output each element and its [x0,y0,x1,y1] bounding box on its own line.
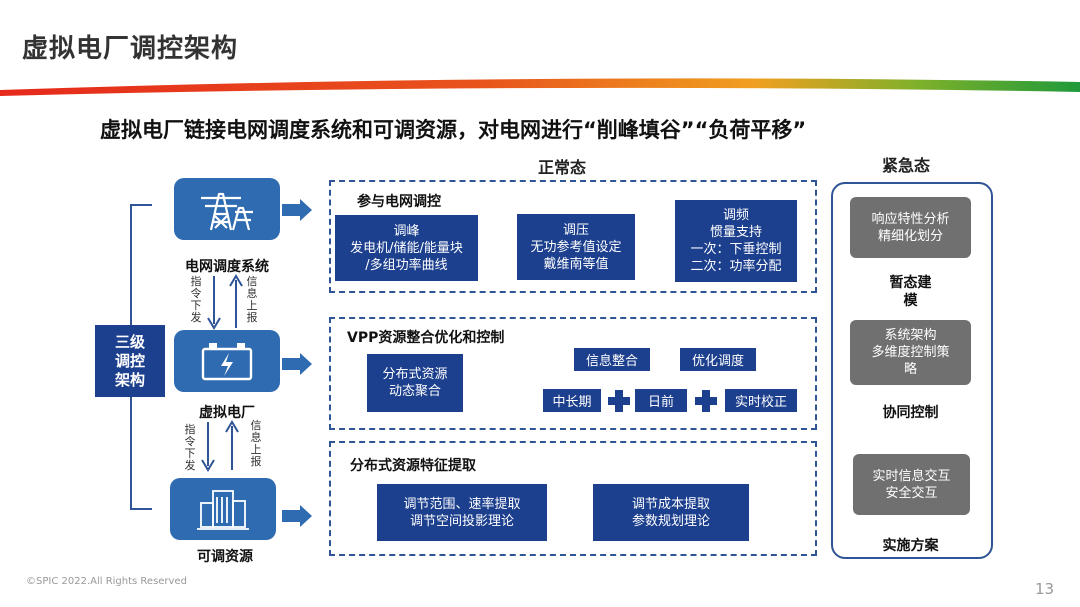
box-line: 调节空间投影理论 [409,513,514,529]
box-line: 分布式资源 [382,367,448,382]
up-arrow-1 [229,274,243,328]
plus-icon [695,390,717,412]
vpp-panel [329,317,817,430]
box-line: 实时信息交互 [872,468,951,484]
response-analysis-box: 响应特性分析 精细化划分 [850,197,971,258]
slide-subtitle: 虚拟电厂链接电网调度系统和可调资源，对电网进行“削峰填谷”“负荷平移” [100,118,807,142]
box-line: 戴维南等值 [543,256,609,272]
box-line: 略 [903,362,917,377]
coordinated-control-label: 协同控制 [882,405,939,421]
range-rate-box: 调节范围、速率提取 调节空间投影理论 [377,484,547,541]
vpp-label: 虚拟电厂 [199,405,255,421]
three-tier-box: 三级 调控 架构 [95,325,165,397]
box-line: 无功参考值设定 [530,239,622,255]
down-arrow-1 [207,276,221,330]
emergency-panel [831,182,993,559]
box-line: 响应特性分析 [871,211,950,227]
info-up-label-1: 信息上报 [246,275,258,324]
box-line: /多组功率曲线 [365,257,448,273]
info-up-label-2: 信息上报 [250,419,262,468]
header-color-band [0,78,1080,96]
power-tower-icon [201,192,253,231]
cost-extraction-box: 调节成本提取 参数规划理论 [593,484,749,541]
box-line: 系统架构 [884,328,937,343]
three-tier-label: 三级 调控 架构 [114,332,145,389]
box-line: 一次：下垂控制 [690,242,782,257]
box-line: 发电机/储能/能量块 [350,240,463,256]
cmd-down-label-1: 指令下发 [190,275,202,324]
box-line: 调压 [562,222,589,238]
implementation-label: 实施方案 [882,538,939,554]
vpp-tile [174,330,280,392]
vpp-panel-title: VPP资源整合优化和控制 [347,330,505,346]
realtime-interaction-box: 实时信息交互 安全交互 [853,454,970,515]
frequency-regulation-box: 调频 惯量支持 一次：下垂控制 二次：功率分配 [675,200,797,282]
dispatch-panel [329,180,817,293]
copyright: ©SPIC 2022.All Rights Reserved [26,576,187,587]
grid-dispatch-tile [174,178,280,240]
vpp-arrow-right [282,353,312,375]
emergency-state-heading: 紧急态 [882,156,931,175]
peak-regulation-box: 调峰 发电机/储能/能量块 /多组功率曲线 [335,215,478,281]
page-number: 13 [1035,580,1055,598]
realtime-correction-pill: 实时校正 [725,389,797,412]
box-line: 多维度控制策 [871,345,950,360]
feature-panel-title: 分布式资源特征提取 [350,458,476,474]
day-ahead-pill: 日前 [635,389,687,412]
system-architecture-box: 系统架构 多维度控制策 略 [850,320,971,385]
normal-state-heading: 正常态 [538,158,587,177]
box-line: 参数规划理论 [631,513,710,529]
box-line: 精细化划分 [877,228,943,244]
plus-icon [608,390,630,412]
building-icon [197,490,249,530]
box-line: 调频 [722,208,749,223]
slide-title: 虚拟电厂调控架构 [22,34,239,64]
up-arrow-2 [225,420,239,470]
down-arrow-2 [201,422,215,472]
transient-modeling-label: 暂态建 模 [889,275,932,309]
info-integration-pill: 信息整合 [574,348,650,371]
dynamic-aggregation-box: 分布式资源 动态聚合 [367,354,463,412]
feature-panel [329,441,817,556]
box-line: 调峰 [393,223,420,239]
grid-dispatch-label: 电网调度系统 [185,259,269,275]
box-line: 二次：功率分配 [690,259,782,274]
mid-long-term-pill: 中长期 [543,389,601,412]
resource-label: 可调资源 [197,549,253,565]
cmd-down-label-2: 指令下发 [184,423,196,472]
box-line: 惯量支持 [709,225,762,240]
resource-arrow-right [282,505,312,527]
battery-icon [201,343,253,381]
dispatch-panel-title: 参与电网调控 [357,194,441,210]
box-line: 调节成本提取 [631,496,710,512]
grid-arrow-right [282,199,312,221]
box-line: 动态聚合 [388,384,441,399]
box-line: 调节范围、速率提取 [403,496,521,512]
voltage-regulation-box: 调压 无功参考值设定 戴维南等值 [517,214,635,280]
box-line: 安全交互 [885,485,938,501]
resource-tile [170,478,276,540]
optimize-dispatch-pill: 优化调度 [680,348,756,371]
